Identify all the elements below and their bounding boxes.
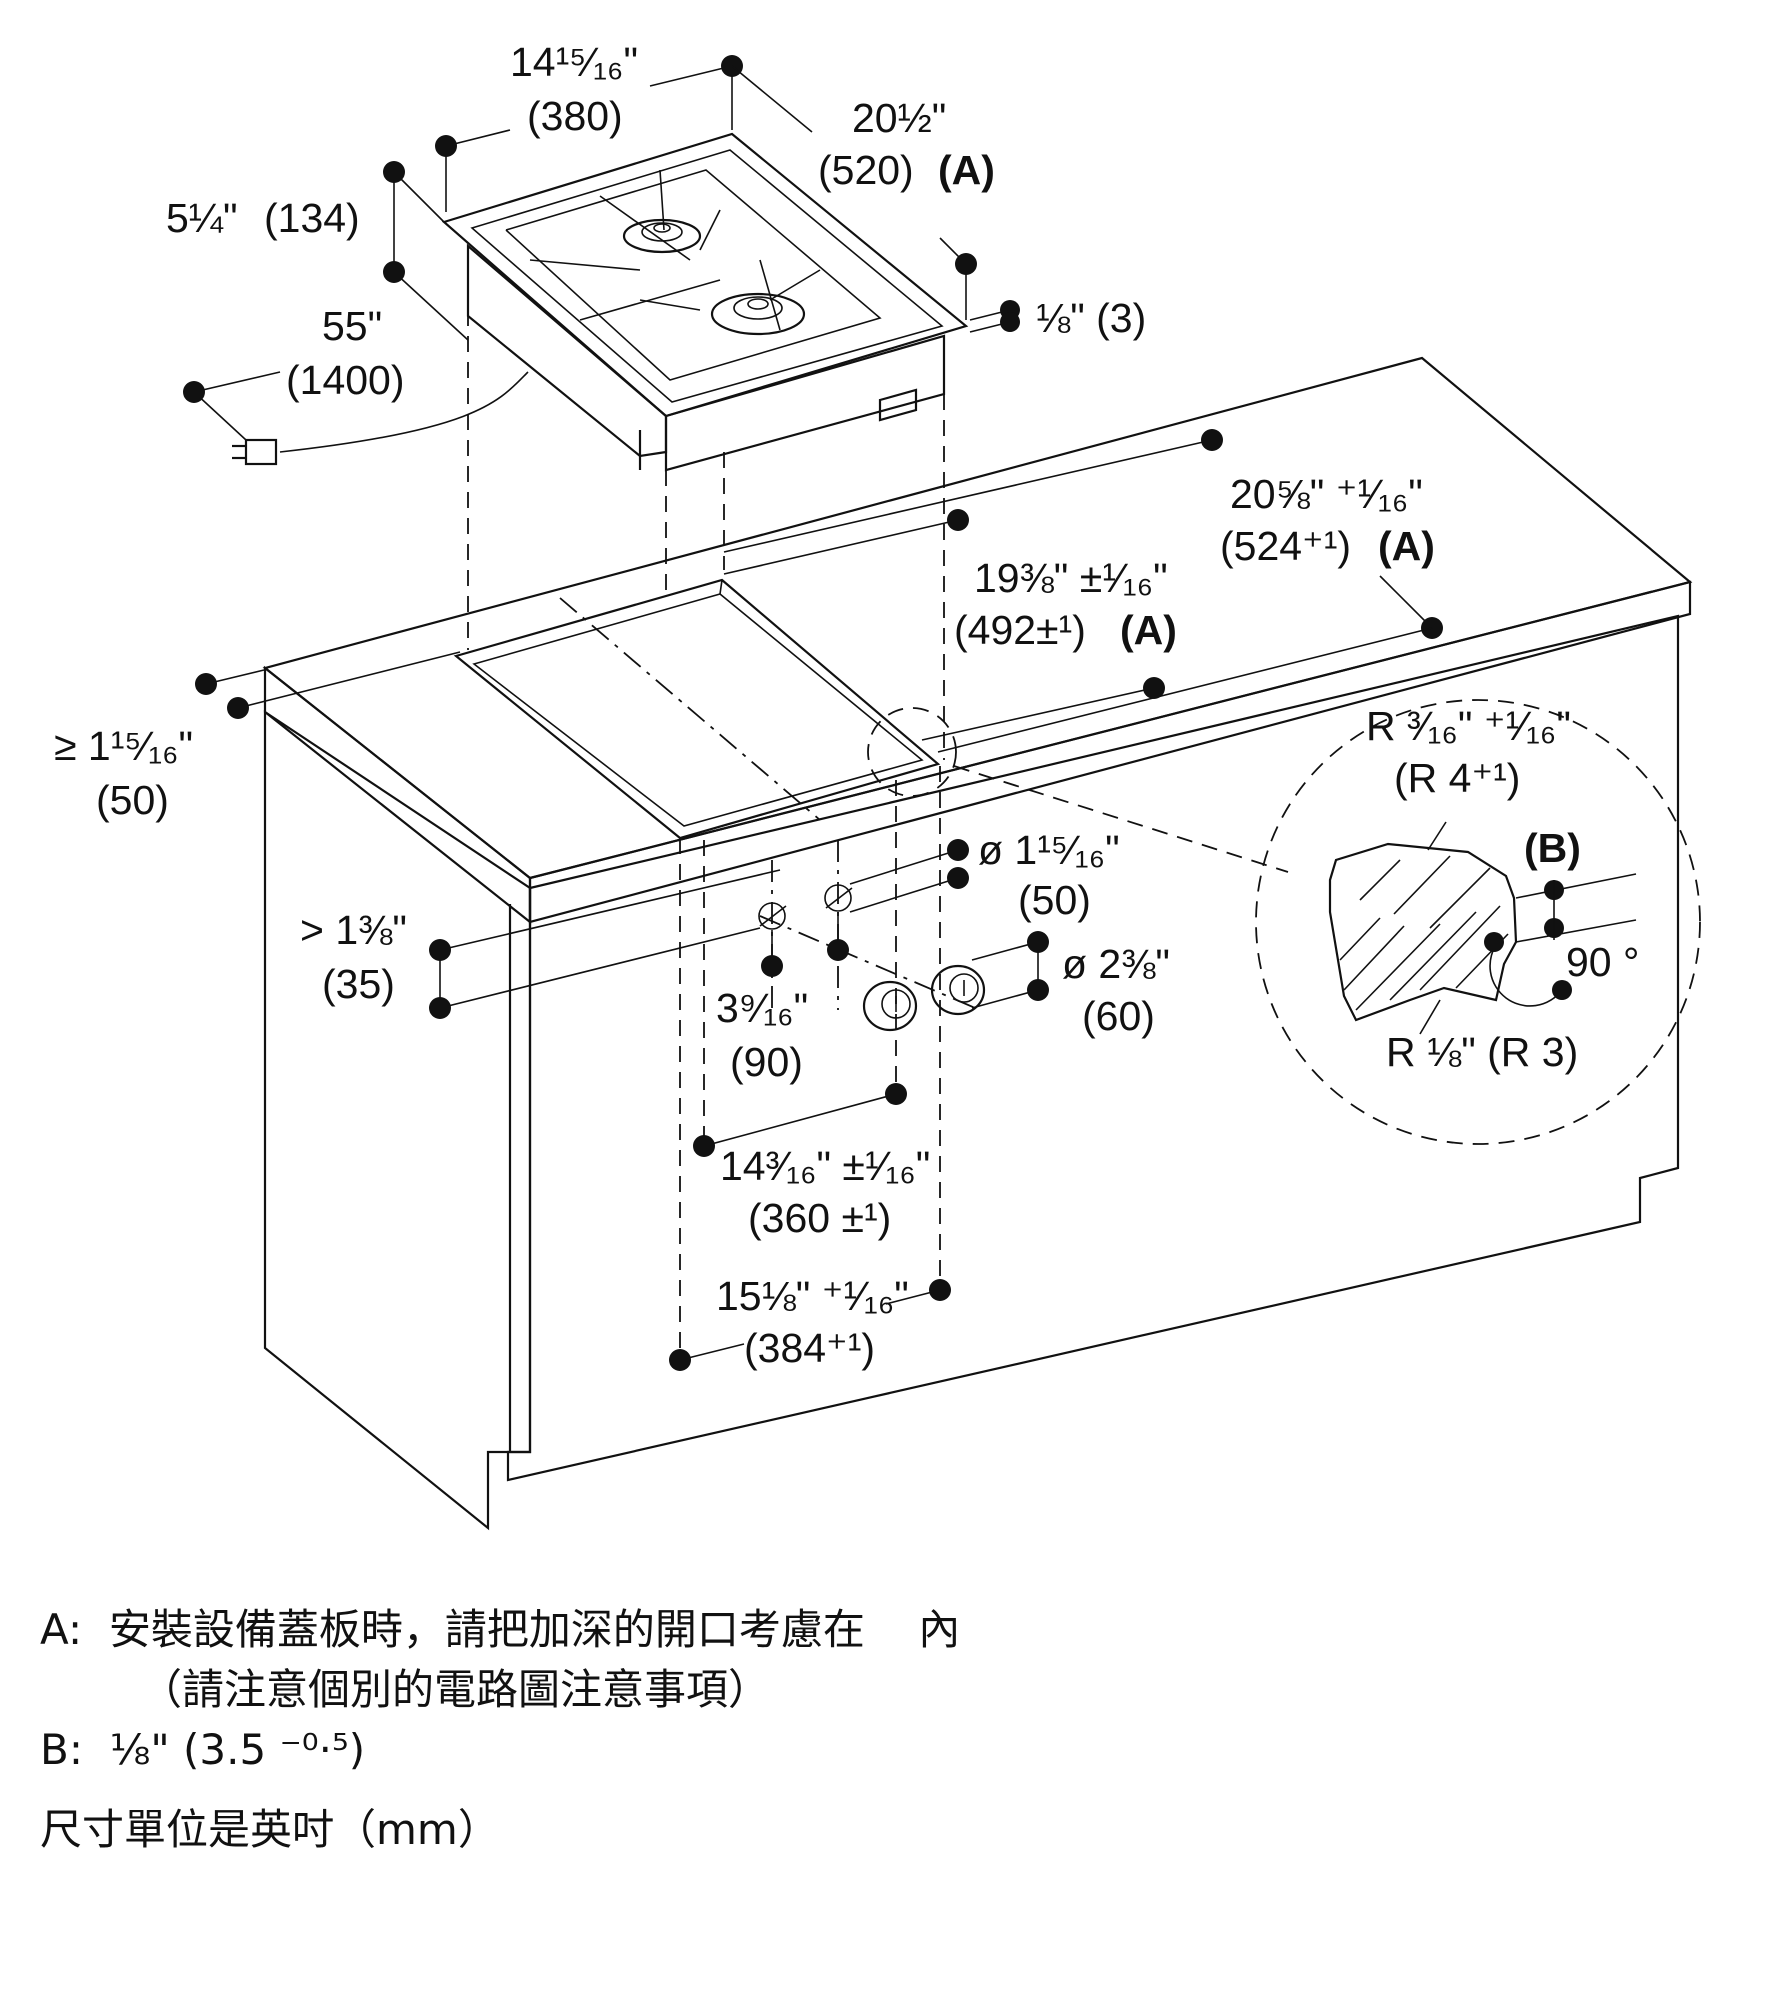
lip-dimension: ⅛" (3) bbox=[1036, 295, 1146, 341]
cutout-inner-in: 19⅜" ±¹⁄₁₆" bbox=[974, 555, 1168, 601]
top-width-mm: (380) bbox=[527, 93, 623, 139]
knob-height-mm: (35) bbox=[322, 961, 395, 1007]
edge-detail-callout bbox=[867, 699, 1701, 1145]
cutout-inner-ref: (A) bbox=[1120, 607, 1177, 653]
front-edge-in: ≥ 1¹⁵⁄₁₆" bbox=[54, 723, 193, 769]
note-a-line2: （請注意個別的電路圖注意事項） bbox=[140, 1665, 771, 1714]
outer-width-in: 15⅛" ⁺¹⁄₁₆" bbox=[716, 1273, 909, 1319]
note-a-line1: A: 安裝設備蓋板時，請把加深的開口考慮在 內 bbox=[40, 1605, 961, 1654]
projection-lines bbox=[467, 310, 945, 760]
countertop-cutout bbox=[453, 578, 941, 840]
height-in: 5¼" bbox=[166, 195, 238, 241]
burner-rear bbox=[622, 218, 702, 254]
installation-diagram: 14¹⁵⁄₁₆" (380) 20½" (520) (A) 5¼" (134) … bbox=[54, 39, 1701, 1531]
detail-radius-bottom: R ⅛" (R 3) bbox=[1386, 1029, 1578, 1075]
plug-icon bbox=[232, 438, 278, 466]
cutout-depth-mm: (524⁺¹) bbox=[1220, 523, 1351, 569]
depth-mm: (520) bbox=[818, 147, 914, 193]
knob-spacing-mm: (90) bbox=[730, 1039, 803, 1085]
top-width-in: 14¹⁵⁄₁₆" bbox=[510, 39, 638, 85]
knob-diameter-mm: (60) bbox=[1082, 993, 1155, 1039]
detail-radius-top-in: R ³⁄₁₆" ⁺¹⁄₁₆" bbox=[1366, 703, 1571, 749]
detail-angle: 90 ° bbox=[1566, 939, 1639, 985]
knob-spacing-in: 3⁹⁄₁₆" bbox=[716, 985, 808, 1031]
detail-label-b: (B) bbox=[1524, 825, 1581, 871]
knob-hole-mm: (50) bbox=[1018, 877, 1091, 923]
cord-in: 55" bbox=[322, 303, 382, 349]
front-edge-mm: (50) bbox=[96, 777, 169, 823]
dimension-lines bbox=[183, 55, 1572, 1371]
units-note: 尺寸單位是英吋（mm） bbox=[40, 1805, 500, 1854]
cutout-depth-ref: (A) bbox=[1378, 523, 1435, 569]
outer-width-mm: (384⁺¹) bbox=[744, 1325, 875, 1371]
cutout-width-in: 14³⁄₁₆" ±¹⁄₁₆" bbox=[720, 1143, 930, 1189]
detail-hatching bbox=[1339, 855, 1509, 1011]
detail-magnifier bbox=[1255, 699, 1701, 1145]
cutout-depth-in: 20⅝" ⁺¹⁄₁₆" bbox=[1230, 471, 1423, 517]
cutout-inner-mm: (492±¹) bbox=[954, 607, 1086, 653]
depth-in: 20½" bbox=[852, 95, 946, 141]
knob-diameter-in: ø 2⅜" bbox=[1062, 941, 1170, 987]
detail-profile bbox=[1328, 842, 1518, 1022]
knob-left bbox=[862, 980, 918, 1032]
detail-radius-top-mm: (R 4⁺¹) bbox=[1394, 755, 1520, 801]
depth-ref: (A) bbox=[938, 147, 995, 193]
notes: A: 安裝設備蓋板時，請把加深的開口考慮在 內 （請注意個別的電路圖注意事項） … bbox=[40, 1600, 1240, 1860]
cabinet bbox=[262, 356, 1693, 1531]
cooktop-appliance bbox=[232, 132, 969, 472]
dimension-labels: 14¹⁵⁄₁₆" (380) 20½" (520) (A) 5¼" (134) … bbox=[54, 39, 1639, 1371]
note-b: B: ⅛" (3.5 ⁻⁰·⁵) bbox=[40, 1725, 366, 1774]
cord-mm: (1400) bbox=[286, 357, 405, 403]
burner-front bbox=[710, 292, 806, 336]
height-mm: (134) bbox=[264, 195, 360, 241]
knob-height-in: > 1⅜" bbox=[300, 907, 407, 953]
cutout-width-mm: (360 ±¹) bbox=[748, 1195, 891, 1241]
knob-hole-in: ø 1¹⁵⁄₁₆" bbox=[978, 827, 1120, 873]
